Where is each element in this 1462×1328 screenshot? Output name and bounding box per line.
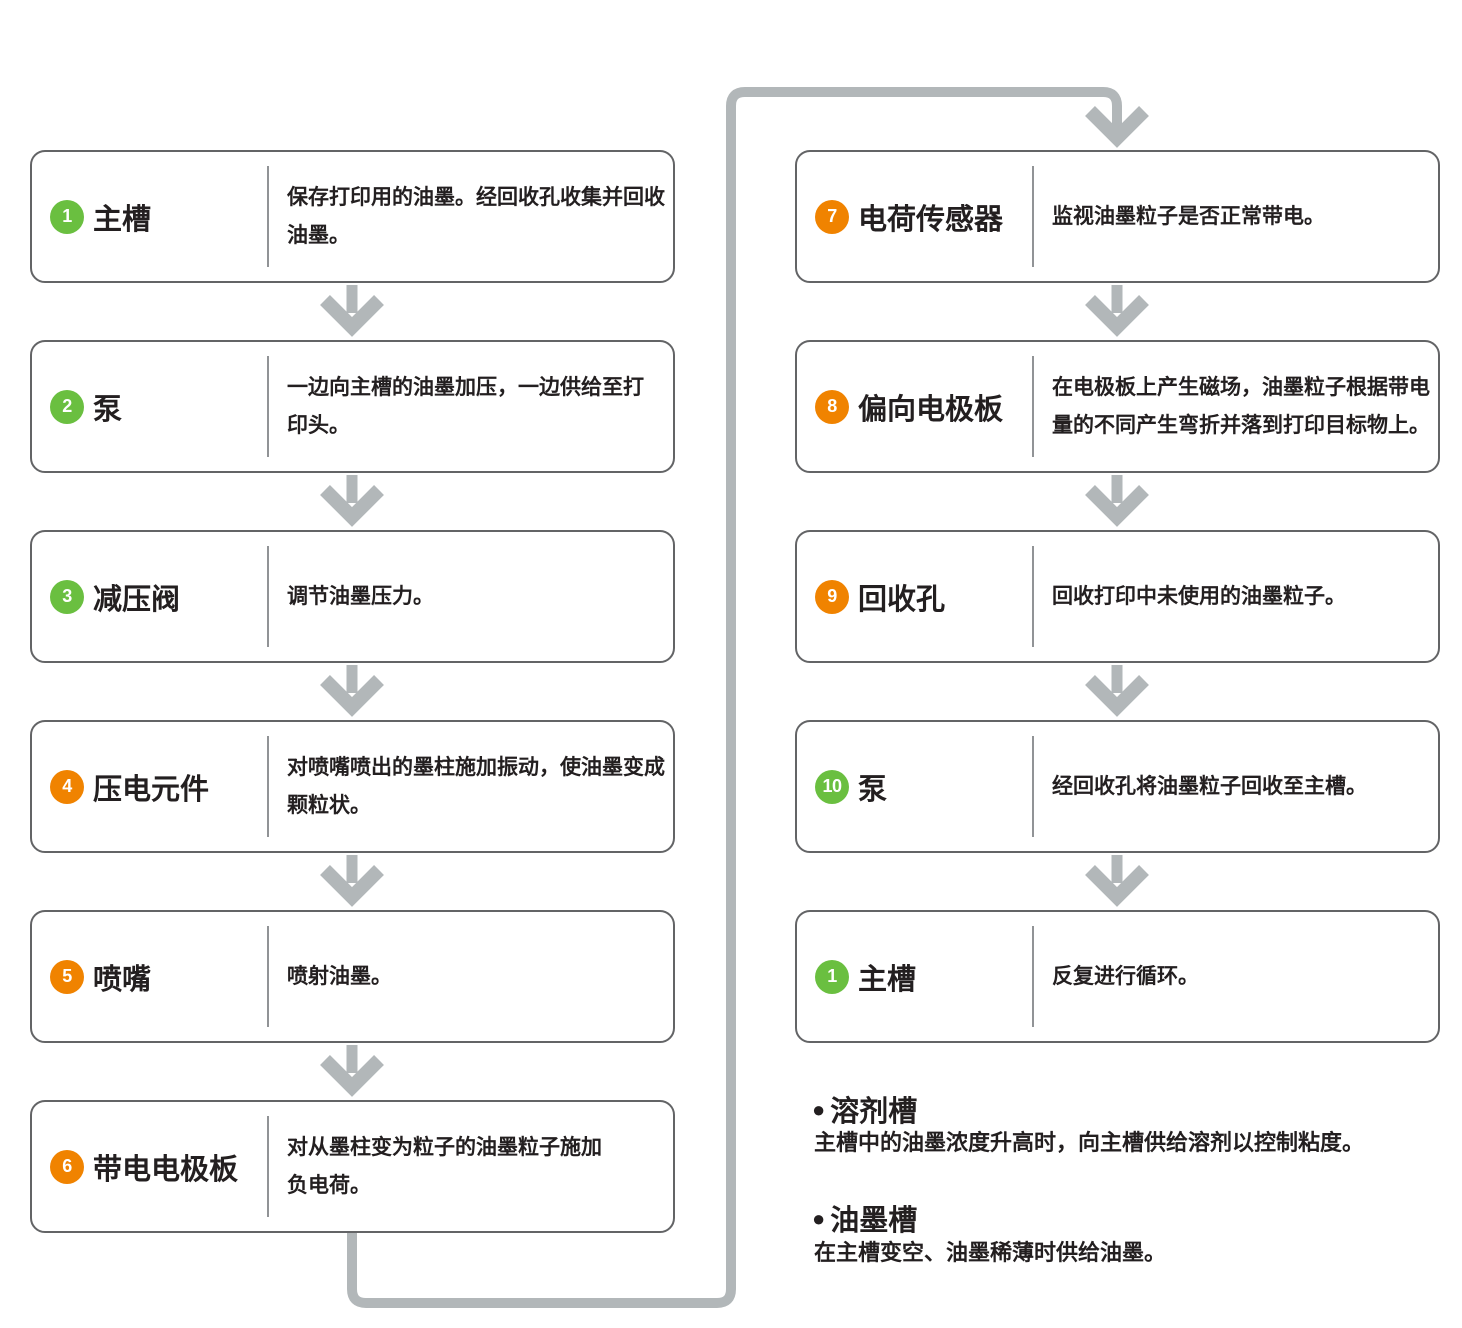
divider (267, 166, 269, 267)
step-number-badge: 5 (50, 959, 84, 994)
step-number-badge: 7 (815, 199, 849, 234)
step-head: 2 泵 (32, 386, 267, 428)
divider (267, 736, 269, 837)
step-label: 泵 (93, 393, 123, 426)
step-description: 回收打印中未使用的油墨粒子。 (1052, 584, 1346, 608)
step-head: 4 压电元件 (32, 766, 267, 808)
flow-step-main-tank: 1 主槽 保存打印用的油墨。经回收孔收集并回收 油墨。 (30, 150, 675, 283)
step-description: 喷射油墨。 (287, 964, 392, 988)
step-description: 保存打印用的油墨。经回收孔收集并回收 油墨。 (287, 185, 665, 247)
note-title-text: 油墨槽 (830, 1205, 918, 1237)
step-label: 喷嘴 (93, 963, 152, 996)
arrow-down-icon (325, 855, 379, 897)
flow-step-main-tank-repeat: 1 主槽 反复进行循环。 (795, 910, 1440, 1043)
step-description: 经回收孔将油墨粒子回收至主槽。 (1052, 774, 1367, 798)
step-description: 调节油墨压力。 (287, 584, 434, 608)
divider (1032, 166, 1034, 267)
arrow-down-icon (1090, 855, 1144, 897)
arrow-down-icon (1090, 665, 1144, 707)
divider (1032, 926, 1034, 1027)
arrow-down-icon (325, 1045, 379, 1087)
step-label: 压电元件 (93, 773, 210, 806)
step-description: 反复进行循环。 (1052, 964, 1199, 988)
step-number-badge: 9 (815, 579, 849, 614)
flow-step-nozzle: 5 喷嘴 喷射油墨。 (30, 910, 675, 1043)
step-label: 泵 (858, 773, 888, 806)
step-head: 5 喷嘴 (32, 956, 267, 998)
step-head: 1 主槽 (797, 956, 1032, 998)
step-label: 电荷传感器 (858, 203, 1004, 236)
arrow-down-icon (325, 475, 379, 517)
note-ink-tank-title: ● 油墨槽 (812, 1197, 917, 1239)
step-label: 主槽 (93, 203, 152, 236)
step-label: 带电电极板 (93, 1153, 239, 1186)
step-head: 9 回收孔 (797, 576, 1032, 618)
step-label: 偏向电极板 (858, 393, 1004, 426)
bullet-icon: ● (812, 1206, 826, 1231)
step-description: 对喷嘴喷出的墨柱施加振动，使油墨变成 颗粒状。 (287, 755, 665, 817)
step-number-badge: 6 (50, 1149, 84, 1184)
step-number-badge: 2 (50, 389, 84, 424)
flow-step-charging-electrode: 6 带电电极板 对从墨柱变为粒子的油墨粒子施加 负电荷。 (30, 1100, 675, 1233)
loop-arrowhead-icon (1090, 111, 1144, 138)
note-solvent-tank-description: 主槽中的油墨浓度升高时，向主槽供给溶剂以控制粘度。 (814, 1130, 1365, 1155)
note-title-text: 溶剂槽 (830, 1096, 918, 1128)
divider (1032, 356, 1034, 457)
divider (267, 1116, 269, 1217)
step-description: 一边向主槽的油墨加压，一边供给至打 印头。 (287, 375, 644, 437)
step-description: 在电极板上产生磁场，油墨粒子根据带电 量的不同产生弯折并落到打印目标物上。 (1052, 375, 1430, 437)
flow-step-piezo-element: 4 压电元件 对喷嘴喷出的墨柱施加振动，使油墨变成 颗粒状。 (30, 720, 675, 853)
step-head: 1 主槽 (32, 196, 267, 238)
arrow-down-icon (1090, 475, 1144, 517)
flow-step-recovery-hole: 9 回收孔 回收打印中未使用的油墨粒子。 (795, 530, 1440, 663)
flow-step-charge-sensor: 7 电荷传感器 监视油墨粒子是否正常带电。 (795, 150, 1440, 283)
step-number-badge: 10 (815, 769, 849, 804)
step-head: 10 泵 (797, 766, 1032, 808)
step-label: 减压阀 (93, 583, 181, 616)
flow-step-pump: 2 泵 一边向主槽的油墨加压，一边供给至打 印头。 (30, 340, 675, 473)
step-number-badge: 1 (815, 959, 849, 994)
note-solvent-tank-title: ● 溶剂槽 (812, 1088, 917, 1130)
flow-step-pressure-valve: 3 减压阀 调节油墨压力。 (30, 530, 675, 663)
step-description: 对从墨柱变为粒子的油墨粒子施加 负电荷。 (287, 1135, 602, 1197)
divider (267, 356, 269, 457)
step-head: 7 电荷传感器 (797, 196, 1032, 238)
step-description: 监视油墨粒子是否正常带电。 (1052, 204, 1325, 228)
divider (1032, 546, 1034, 647)
step-head: 3 减压阀 (32, 576, 267, 618)
arrow-down-icon (325, 665, 379, 707)
divider (267, 546, 269, 647)
step-number-badge: 8 (815, 389, 849, 424)
flow-step-deflection-electrode: 8 偏向电极板 在电极板上产生磁场，油墨粒子根据带电 量的不同产生弯折并落到打印… (795, 340, 1440, 473)
bullet-icon: ● (812, 1097, 826, 1122)
step-number-badge: 3 (50, 579, 84, 614)
divider (267, 926, 269, 1027)
flow-step-return-pump: 10 泵 经回收孔将油墨粒子回收至主槽。 (795, 720, 1440, 853)
divider (1032, 736, 1034, 837)
note-ink-tank-description: 在主槽变空、油墨稀薄时供给油墨。 (814, 1240, 1167, 1265)
step-number-badge: 1 (50, 199, 84, 234)
arrow-down-icon (325, 285, 379, 327)
step-label: 回收孔 (858, 583, 946, 616)
step-head: 6 带电电极板 (32, 1146, 267, 1188)
step-head: 8 偏向电极板 (797, 386, 1032, 428)
step-label: 主槽 (858, 963, 917, 996)
arrow-down-icon (1090, 285, 1144, 327)
step-number-badge: 4 (50, 769, 84, 804)
